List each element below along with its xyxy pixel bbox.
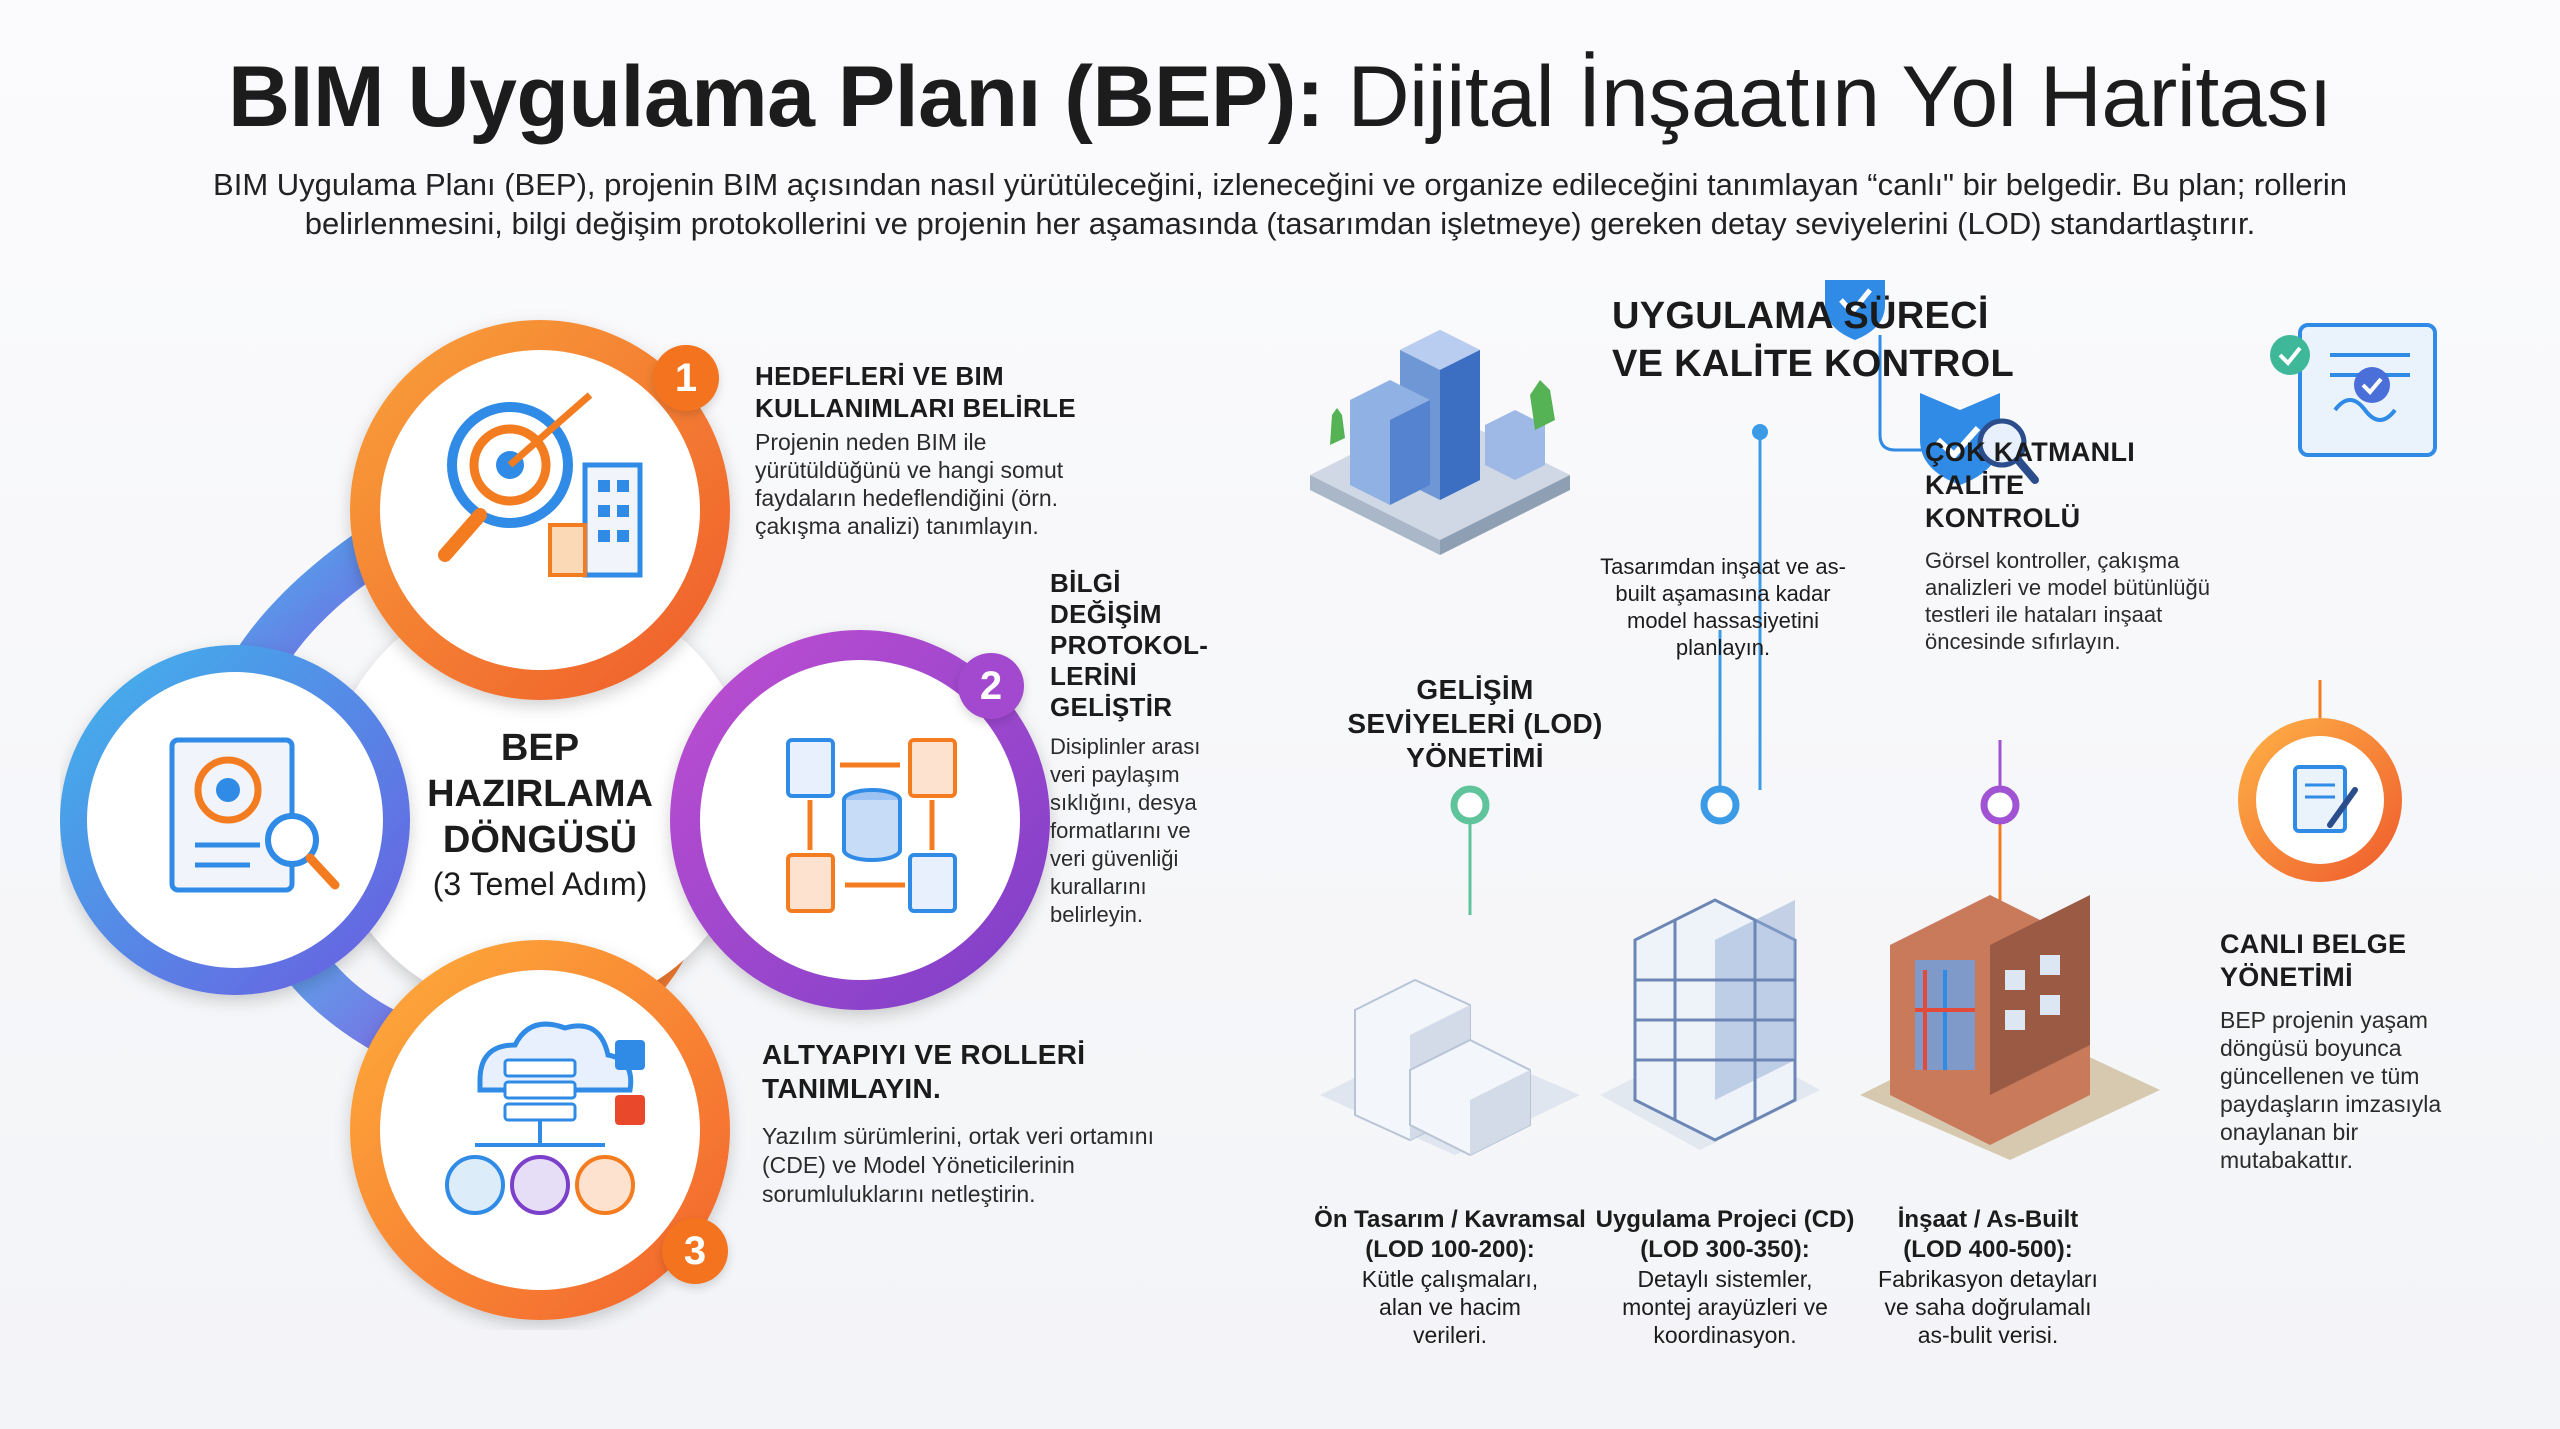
step-3-title: ALTYAPIYI VE ROLLERİ TANIMLAYIN.	[762, 1039, 1086, 1104]
live-document-ring	[2238, 718, 2402, 882]
quality-control-block: ÇOK KATMANLI KALİTE KONTROLÜ Görsel kont…	[1925, 436, 2245, 655]
title-bold: BIM Uygulama Planı (BEP):	[227, 49, 1325, 145]
intro-paragraph: BIM Uygulama Planı (BEP), projenin BIM a…	[213, 167, 2347, 241]
lod-management-desc: Tasarımdan inşaat ve as-built aşamasına …	[1600, 554, 1846, 660]
stage-1-lod: (LOD 100-200):	[1365, 1236, 1535, 1263]
stage-2-title: Uygulama Projeci (CD)	[1595, 1206, 1855, 1233]
step-2-badge: 2	[958, 653, 1024, 719]
stage-2-lod: (LOD 300-350):	[1640, 1236, 1810, 1263]
cycle-center-title: BEP HAZIRLAMA DÖNGÜSÜ	[427, 727, 653, 861]
stage-3-lod: (LOD 400-500):	[1903, 1236, 2073, 1263]
stage-lod-100: Ön Tasarım / Kavramsal (LOD 100-200): Kü…	[1310, 1205, 1590, 1349]
process-title: UYGULAMA SÜRECİ VE KALİTE KONTROL	[1612, 295, 2014, 385]
lod-management-title: GELİŞİM SEVİYELERİ (LOD) YÖNETİMİ	[1347, 674, 1603, 773]
step-1-title: HEDEFLERİ VE BIM KULLANIMLARI BELİRLE	[755, 361, 1076, 423]
page-title: BIM Uygulama Planı (BEP): Dijital İnşaat…	[0, 48, 2560, 147]
stage-1-title: Ön Tasarım / Kavramsal	[1314, 1206, 1586, 1233]
shield-magnifier-icon	[1920, 393, 2039, 485]
step-3-desc: Yazılım sürümlerini, ortak veri ortamını…	[762, 1123, 1154, 1207]
stage-3-desc: Fabrikasyon detayları ve saha doğrulamal…	[1878, 1266, 2098, 1348]
lod-300-frame-illustration	[1600, 898, 1820, 1150]
stage-2-desc: Detaylı sistemler, montej arayüzleri ve …	[1622, 1266, 1828, 1348]
signed-contract-icon	[2270, 323, 2437, 457]
stage-1-desc: Kütle çalışmaları, alan ve hacim veriler…	[1361, 1266, 1539, 1348]
lod-400-detailed-illustration	[1860, 895, 2160, 1160]
title-light: Dijital İnşaatın Yol Haritası	[1347, 49, 2333, 145]
cloud-server-team-icon	[445, 1021, 645, 1215]
live-document-desc: BEP projenin yaşam döngüsü boyunca günce…	[2220, 1007, 2442, 1173]
cycle-center-subtitle: (3 Temel Adım)	[432, 866, 648, 902]
step-3-text: ALTYAPIYI VE ROLLERİ TANIMLAYIN. Yazılım…	[762, 1038, 1202, 1209]
stage-lod-400: İnşaat / As-Built (LOD 400-500): Fabrika…	[1868, 1205, 2108, 1349]
office-building-illustration	[1310, 330, 1570, 555]
step-2-desc: Disiplinler arası veri paylaşım sıklığın…	[1050, 734, 1201, 927]
live-document-title: CANLI BELGE YÖNETİMİ	[2220, 929, 2407, 992]
data-exchange-icon	[786, 738, 957, 913]
stage-lod-300: Uygulama Projeci (CD) (LOD 300-350): Det…	[1595, 1205, 1855, 1349]
document-target-icon	[169, 737, 340, 893]
bep-cycle-diagram	[60, 320, 1050, 1320]
quality-control-title: ÇOK KATMANLI KALİTE KONTROLÜ	[1925, 437, 2136, 533]
lod-100-massing-illustration	[1320, 978, 1580, 1157]
target-building-icon	[438, 392, 643, 578]
step-1-text: HEDEFLERİ VE BIM KULLANIMLARI BELİRLE Pr…	[755, 360, 1105, 540]
step-1-desc: Projenin neden BIM ile yürütüldüğünü ve …	[755, 429, 1064, 539]
step-1-badge: 1	[653, 345, 719, 411]
stage-3-title: İnşaat / As-Built	[1897, 1206, 2079, 1233]
process-illustration	[1310, 280, 2437, 1160]
step-3-badge: 3	[662, 1218, 728, 1284]
step-2-text: BİLGİ DEĞİŞİM PROTOKOL-LERİNİ GELİŞTİR D…	[1050, 568, 1220, 929]
shield-check-icon	[1825, 280, 1885, 340]
step-2-title: BİLGİ DEĞİŞİM PROTOKOL-LERİNİ GELİŞTİR	[1050, 568, 1209, 722]
quality-control-desc: Görsel kontroller, çakışma analizleri ve…	[1925, 548, 2210, 654]
live-document-block: CANLI BELGE YÖNETİMİ BEP projenin yaşam …	[2220, 928, 2480, 1174]
